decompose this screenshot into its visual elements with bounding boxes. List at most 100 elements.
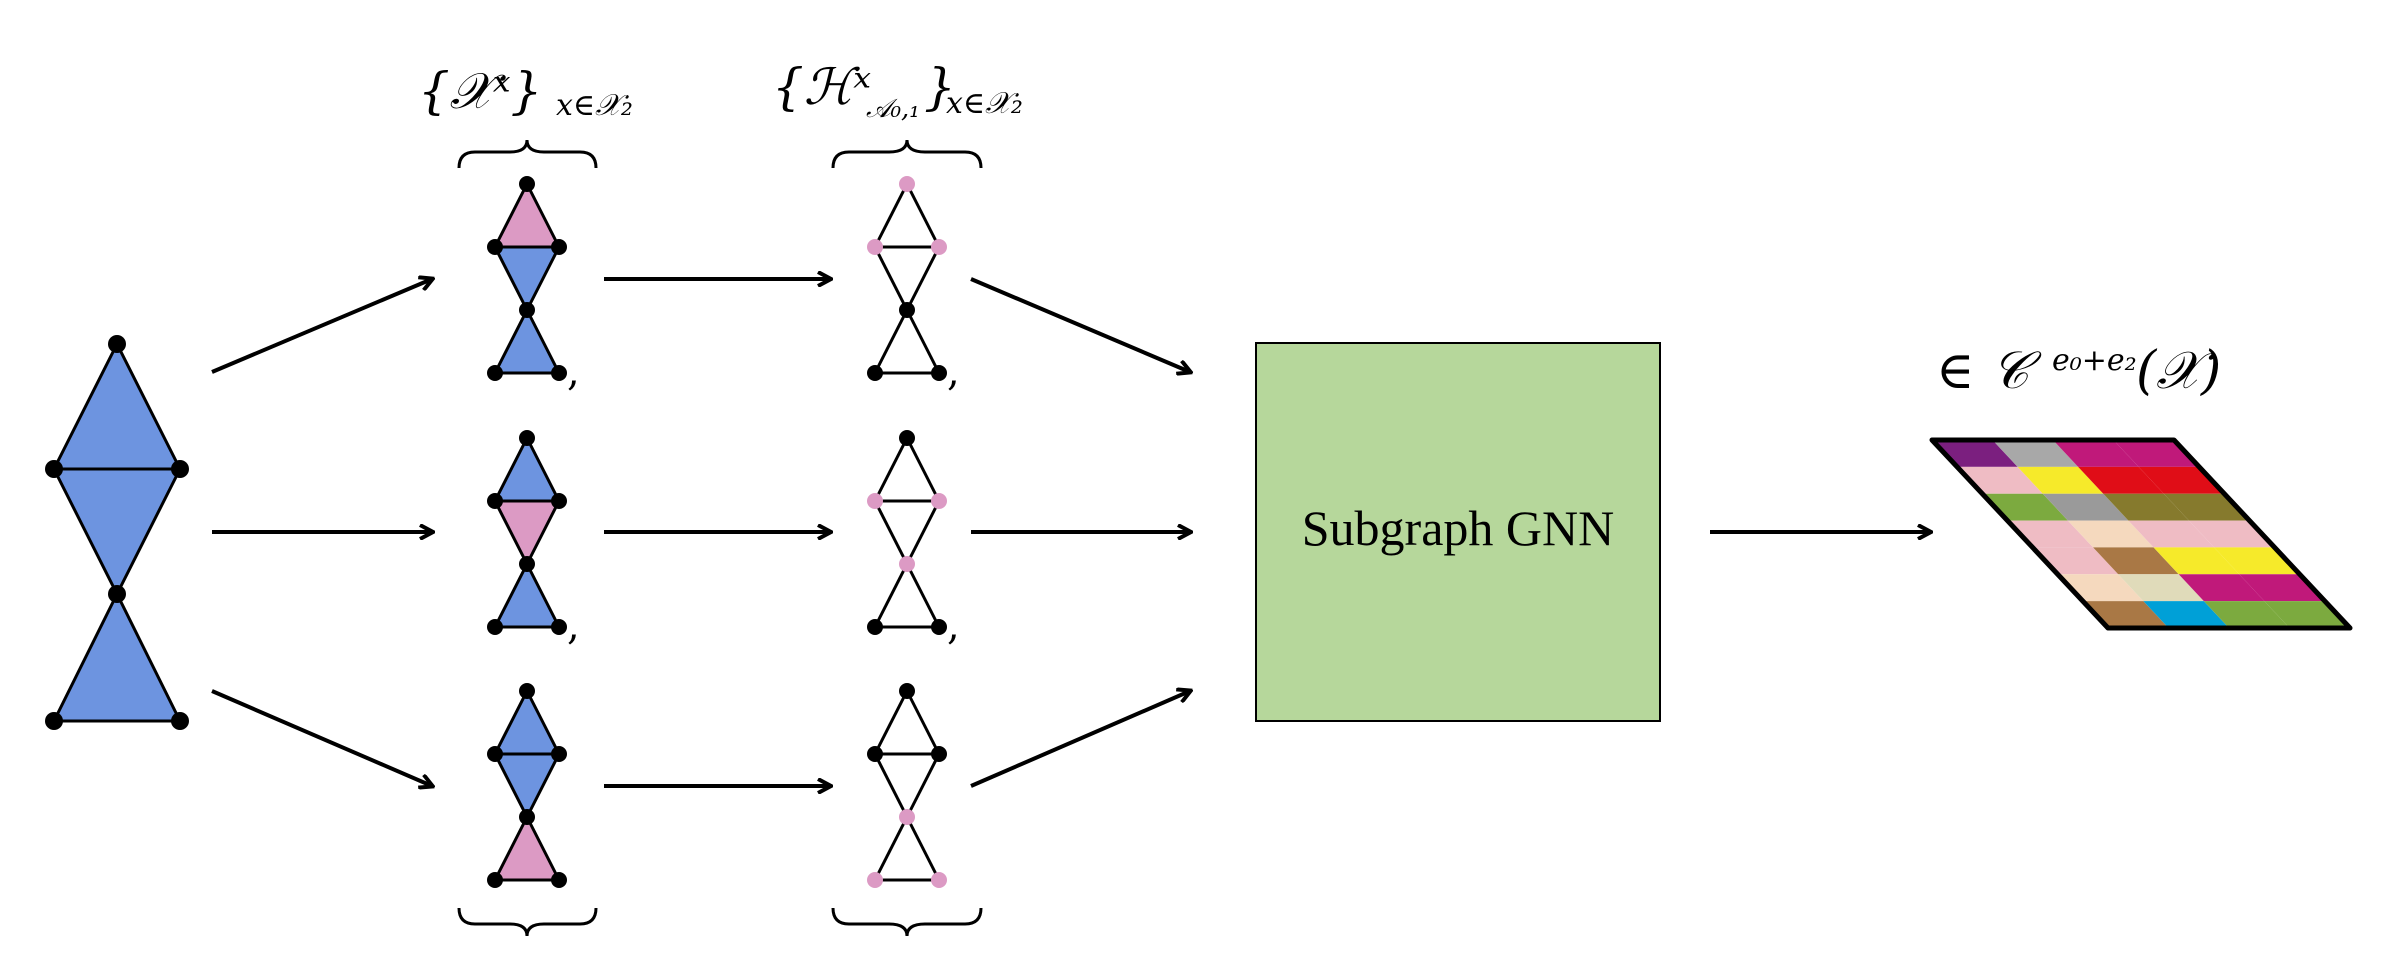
subcomplex-node — [519, 556, 535, 572]
hasse-graph: , — [867, 176, 960, 395]
hasse-node — [867, 365, 883, 381]
subcomplex-node — [551, 493, 567, 509]
subcomplex-node — [487, 872, 503, 888]
hasse-set-close: } — [924, 58, 956, 116]
subcomplex — [487, 683, 567, 888]
subcomplex-set-subscript: x∈𝒳₂ — [556, 88, 633, 123]
subcomplex-node — [487, 239, 503, 255]
output-cell — [2067, 520, 2154, 548]
gnn-label: Subgraph GNN — [1302, 500, 1614, 556]
arrows-input-to-subcomplex — [211, 279, 432, 786]
output-cell — [2153, 547, 2240, 575]
hasse-edge — [905, 500, 941, 565]
output-space-label: ∈ 𝒞 — [1936, 341, 2042, 401]
subcomplex-comma: , — [567, 349, 580, 395]
hasse-node — [867, 619, 883, 635]
hasse-node — [867, 746, 883, 762]
arrow — [970, 277, 1190, 372]
subcomplex-node — [551, 365, 567, 381]
input-complex — [45, 335, 189, 730]
subcomplex-node — [519, 176, 535, 192]
subcomplex-column: ,, — [487, 176, 580, 888]
arrow — [211, 279, 432, 374]
output-cell — [2078, 466, 2164, 494]
input-node — [171, 460, 189, 478]
hasse-edge — [905, 816, 941, 881]
subcomplex-face — [492, 813, 562, 882]
hasse-edge — [873, 753, 909, 818]
subcomplex-face — [492, 752, 562, 821]
hasse-edge — [873, 816, 909, 881]
arrows-hasse-to-gnn — [970, 277, 1190, 788]
hasse-node — [867, 239, 883, 255]
subcomplex-node — [551, 239, 567, 255]
hasse-bottom-brace — [831, 907, 983, 937]
hasse-edge — [873, 563, 909, 628]
hasse-edge — [905, 437, 941, 502]
subcomplex: , — [487, 430, 580, 649]
hasse-edge — [905, 563, 941, 628]
hasse-node — [899, 176, 915, 192]
hasse-edge — [873, 246, 909, 311]
input-node — [45, 712, 63, 730]
subcomplex-face — [492, 499, 562, 568]
hasse-node — [931, 619, 947, 635]
hasse-graph: , — [867, 430, 960, 649]
hasse-graph — [867, 683, 947, 888]
subcomplex-bottom-brace — [457, 907, 598, 937]
output-cell — [2143, 601, 2229, 628]
output-cell — [2103, 493, 2189, 521]
hasse-node — [899, 556, 915, 572]
hasse-edge — [905, 309, 941, 374]
subcomplex: , — [487, 176, 580, 395]
subcomplex-comma: , — [567, 603, 580, 649]
hasse-edge — [873, 500, 909, 565]
hasse-node — [931, 239, 947, 255]
hasse-edge — [905, 690, 941, 755]
output-cell — [2178, 574, 2265, 602]
hasse-node — [931, 872, 947, 888]
subcomplex-face — [492, 560, 562, 629]
hasse-edge — [873, 183, 909, 248]
arrows-subcomplex-to-hasse — [604, 279, 830, 786]
output-cell — [2128, 520, 2215, 548]
subcomplex-node — [487, 365, 503, 381]
arrow — [970, 691, 1190, 788]
input-node — [108, 585, 126, 603]
hasse-edge — [905, 753, 941, 818]
subcomplex-top-brace — [457, 139, 598, 169]
output-border — [1929, 437, 2353, 631]
subcomplex-node — [487, 619, 503, 635]
subcomplex-node — [519, 683, 535, 699]
subcomplex-face — [492, 180, 562, 249]
arrow — [211, 689, 432, 786]
output-cells — [1932, 440, 2350, 628]
hasse-top-brace — [831, 139, 983, 169]
hasse-edge — [873, 437, 909, 502]
hasse-set-subscript: x∈𝒳₂ — [946, 86, 1023, 121]
hasse-node — [899, 809, 915, 825]
output-space-super: e₀+e₂ — [2052, 343, 2137, 378]
hasse-node — [867, 872, 883, 888]
input-node — [45, 460, 63, 478]
hasse-node — [931, 365, 947, 381]
output-cell — [1992, 440, 2079, 467]
hasse-edge — [873, 309, 909, 374]
subcomplex-node — [519, 430, 535, 446]
hasse-edge — [905, 183, 941, 248]
hasse-edge — [873, 690, 909, 755]
input-face-top — [51, 340, 183, 471]
subcomplex-face — [492, 245, 562, 314]
subcomplex-node — [519, 302, 535, 318]
input-node — [171, 712, 189, 730]
output-cochain-grid — [1929, 437, 2353, 631]
gnn-box — [1255, 342, 1661, 722]
output-cell — [2118, 574, 2204, 602]
subcomplex-face — [492, 306, 562, 375]
hasse-set-sub: 𝒜₀,₁ — [866, 94, 920, 124]
hasse-comma: , — [947, 603, 960, 649]
output-space-arg: (𝒳) — [2136, 341, 2221, 401]
hasse-node — [867, 493, 883, 509]
subcomplex-node — [519, 809, 535, 825]
output-cell — [2203, 601, 2290, 628]
